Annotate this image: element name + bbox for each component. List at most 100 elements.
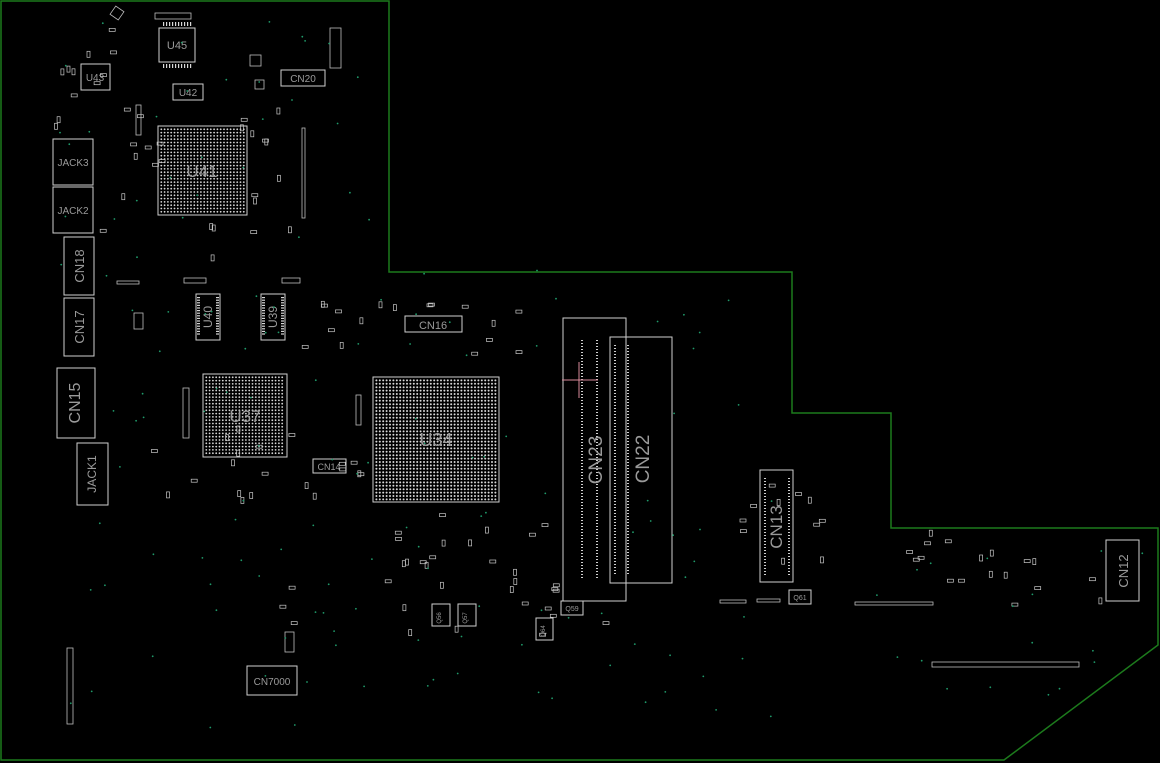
bga-ball [443, 481, 446, 484]
bga-ball [409, 450, 412, 453]
cn15-part[interactable]: CN15 [56, 367, 96, 439]
bga-ball [228, 452, 231, 455]
passive [108, 28, 116, 32]
bga-ball [463, 399, 466, 402]
bga-ball [433, 491, 436, 494]
cn12-connector[interactable]: CN12 [1105, 539, 1140, 602]
bga-ball [229, 210, 232, 213]
bga-ball [239, 210, 242, 213]
bga-ball [433, 467, 436, 470]
bga-ball [467, 410, 470, 412]
cn13-connector[interactable]: CN13 [759, 469, 794, 583]
bga-ball [248, 449, 251, 451]
bga-ball [183, 177, 186, 180]
q64-part[interactable]: Q64 [535, 617, 554, 641]
bga-ball [186, 191, 189, 193]
cn22-connector[interactable]: CN22 [609, 336, 673, 584]
bga-ball [186, 177, 189, 180]
cn20-part[interactable]: CN20 [280, 69, 326, 87]
bga-ball [375, 399, 378, 402]
bga-ball [190, 187, 192, 190]
bga-ball [450, 478, 453, 480]
bga-ball [392, 433, 395, 436]
bga-ball [271, 389, 274, 392]
q61-part[interactable]: Q61 [788, 589, 812, 605]
bga-ball [180, 164, 183, 167]
bga-ball [416, 399, 419, 402]
u37-bga[interactable]: U37 [202, 373, 288, 458]
bga-ball [248, 452, 251, 455]
cn16-part[interactable]: CN16 [404, 315, 463, 333]
bga-ball [487, 410, 490, 412]
bga-ball [406, 484, 408, 487]
jack2-part[interactable]: JACK2 [52, 186, 94, 234]
bga-ball [186, 181, 189, 184]
u34-bga[interactable]: U34 [372, 376, 500, 503]
bga-ball [235, 389, 237, 392]
u43-part[interactable]: U43 [80, 63, 111, 91]
bga-ball [406, 488, 408, 491]
u41-bga[interactable]: U41 [157, 125, 248, 216]
bga-ball [180, 141, 183, 144]
cn7000-connector[interactable]: CN7000 [246, 665, 298, 696]
bga-ball [419, 464, 422, 467]
bga-ball [180, 210, 183, 213]
bga-ball [173, 210, 176, 213]
q57-part[interactable]: Q57 [457, 603, 477, 627]
bga-ball [412, 495, 415, 497]
cn14-part[interactable]: CN14 [312, 458, 347, 474]
bga-ball [200, 184, 202, 187]
passive [133, 152, 138, 160]
q59-part[interactable]: Q59 [560, 600, 584, 616]
bga-ball [426, 420, 429, 423]
bga-ball [426, 393, 429, 395]
bga-ball [484, 444, 487, 446]
bga-ball [209, 144, 212, 147]
bga-ball [218, 422, 221, 425]
jack1-part[interactable]: JACK1 [76, 442, 109, 506]
via [770, 500, 773, 502]
bga-ball [436, 484, 439, 487]
bga-ball [226, 138, 229, 141]
bga-ball [183, 138, 186, 141]
bga-ball [382, 437, 385, 440]
bga-ball [196, 131, 199, 134]
bga-ball [382, 440, 385, 443]
cn23-connector[interactable]: CN23 [562, 317, 627, 602]
bga-ball [163, 151, 166, 154]
bga-ball [193, 171, 196, 174]
bga-ball [450, 450, 453, 453]
bga-ball [453, 427, 456, 429]
bga-ball [206, 201, 209, 203]
bga-ball [235, 406, 237, 408]
via [600, 612, 603, 615]
bga-ball [423, 467, 425, 470]
bga-ball [389, 413, 391, 416]
bga-ball [200, 207, 202, 210]
via [90, 690, 93, 693]
cn17-part[interactable]: CN17 [63, 297, 95, 357]
bga-ball [274, 429, 277, 431]
cn18-part[interactable]: CN18 [63, 236, 95, 296]
bga-ball [470, 471, 473, 474]
bga-ball [395, 447, 398, 450]
bga-ball [213, 151, 216, 154]
bga-ball [470, 433, 473, 436]
bga-ball [221, 379, 224, 382]
bga-ball [416, 433, 419, 436]
jack3-part[interactable]: JACK3 [52, 138, 94, 186]
bga-ball [416, 444, 419, 446]
bga-ball [409, 389, 412, 392]
u45-part[interactable]: U45 [158, 22, 196, 68]
u42-part[interactable]: U42 [172, 83, 204, 101]
bga-ball [409, 488, 412, 491]
bga-ball [436, 413, 439, 416]
bga-ball [457, 454, 459, 457]
u39-part[interactable]: U39 [260, 293, 286, 341]
bga-ball [375, 444, 378, 446]
u40-part[interactable]: U40 [195, 293, 221, 341]
bga-ball [375, 430, 378, 433]
bga-ball [477, 474, 480, 477]
bga-ball [221, 402, 224, 405]
q56-part[interactable]: Q56 [431, 603, 451, 627]
